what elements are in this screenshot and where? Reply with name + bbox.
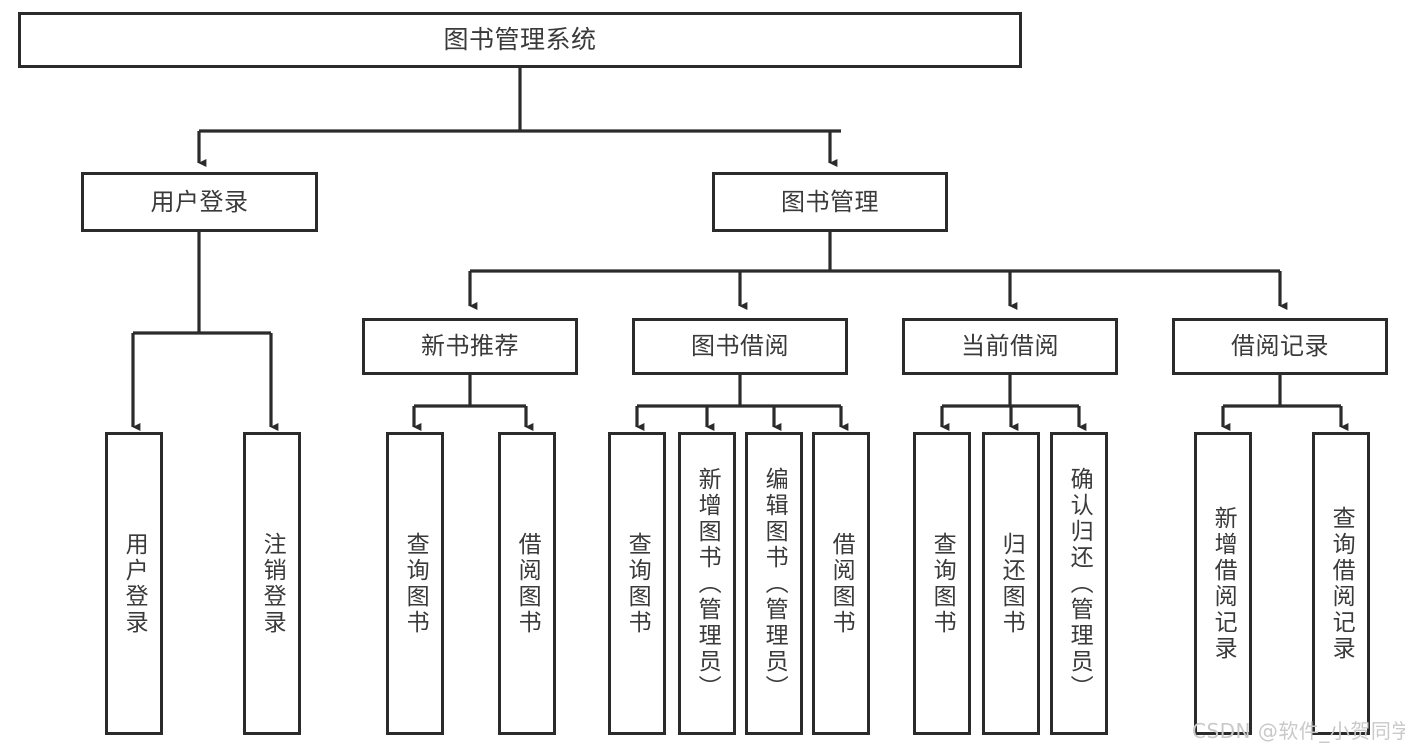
- node-label: 图书借阅: [691, 332, 789, 361]
- node-leaf-user-login[interactable]: 用户登录: [105, 432, 163, 735]
- node-leaf-confirm-return[interactable]: 确认归还（管理员）: [1050, 432, 1108, 735]
- node-root-system[interactable]: 图书管理系统: [18, 12, 1022, 68]
- node-leaf-query-book-1[interactable]: 查询图书: [386, 432, 444, 735]
- node-label: 借阅图书: [828, 531, 855, 636]
- node-leaf-borrow-book-1[interactable]: 借阅图书: [498, 432, 556, 735]
- node-borrow-record[interactable]: 借阅记录: [1172, 318, 1388, 375]
- node-label: 用户登录: [150, 187, 249, 216]
- node-label: 借阅记录: [1231, 332, 1329, 361]
- node-label: 查询图书: [929, 531, 956, 636]
- node-label: 新增借阅记录: [1210, 505, 1237, 662]
- node-user-login[interactable]: 用户登录: [81, 172, 318, 232]
- node-label: 查询图书: [402, 531, 429, 636]
- node-current-borrow[interactable]: 当前借阅: [902, 318, 1118, 375]
- node-label: 确认归还（管理员）: [1066, 466, 1093, 701]
- node-leaf-add-record[interactable]: 新增借阅记录: [1194, 432, 1252, 735]
- node-leaf-query-record[interactable]: 查询借阅记录: [1312, 432, 1370, 735]
- node-leaf-query-book-2[interactable]: 查询图书: [608, 432, 666, 735]
- node-leaf-query-book-3[interactable]: 查询图书: [913, 432, 971, 735]
- node-label: 查询图书: [624, 531, 651, 636]
- node-label: 新增图书（管理员）: [694, 466, 721, 701]
- node-leaf-borrow-book-2[interactable]: 借阅图书: [812, 432, 870, 735]
- node-leaf-edit-book[interactable]: 编辑图书（管理员）: [745, 432, 803, 735]
- node-new-book-recommend[interactable]: 新书推荐: [362, 318, 578, 375]
- node-leaf-return-book[interactable]: 归还图书: [982, 432, 1040, 735]
- node-leaf-logout-login[interactable]: 注销登录: [243, 432, 301, 735]
- node-label: 编辑图书（管理员）: [761, 466, 788, 701]
- node-label: 查询借阅记录: [1328, 505, 1355, 662]
- node-book-borrow[interactable]: 图书借阅: [632, 318, 848, 375]
- node-label: 新书推荐: [421, 332, 519, 361]
- node-label: 用户登录: [121, 531, 148, 636]
- watermark-text: CSDN @软件_小贺同学: [1192, 719, 1405, 743]
- node-label: 图书管理: [781, 187, 879, 216]
- node-label: 归还图书: [998, 531, 1025, 636]
- node-label: 当前借阅: [961, 332, 1059, 361]
- node-leaf-add-book[interactable]: 新增图书（管理员）: [678, 432, 736, 735]
- node-label: 注销登录: [259, 531, 286, 636]
- node-label: 图书管理系统: [443, 25, 597, 55]
- node-book-management[interactable]: 图书管理: [712, 172, 948, 232]
- node-label: 借阅图书: [514, 531, 541, 636]
